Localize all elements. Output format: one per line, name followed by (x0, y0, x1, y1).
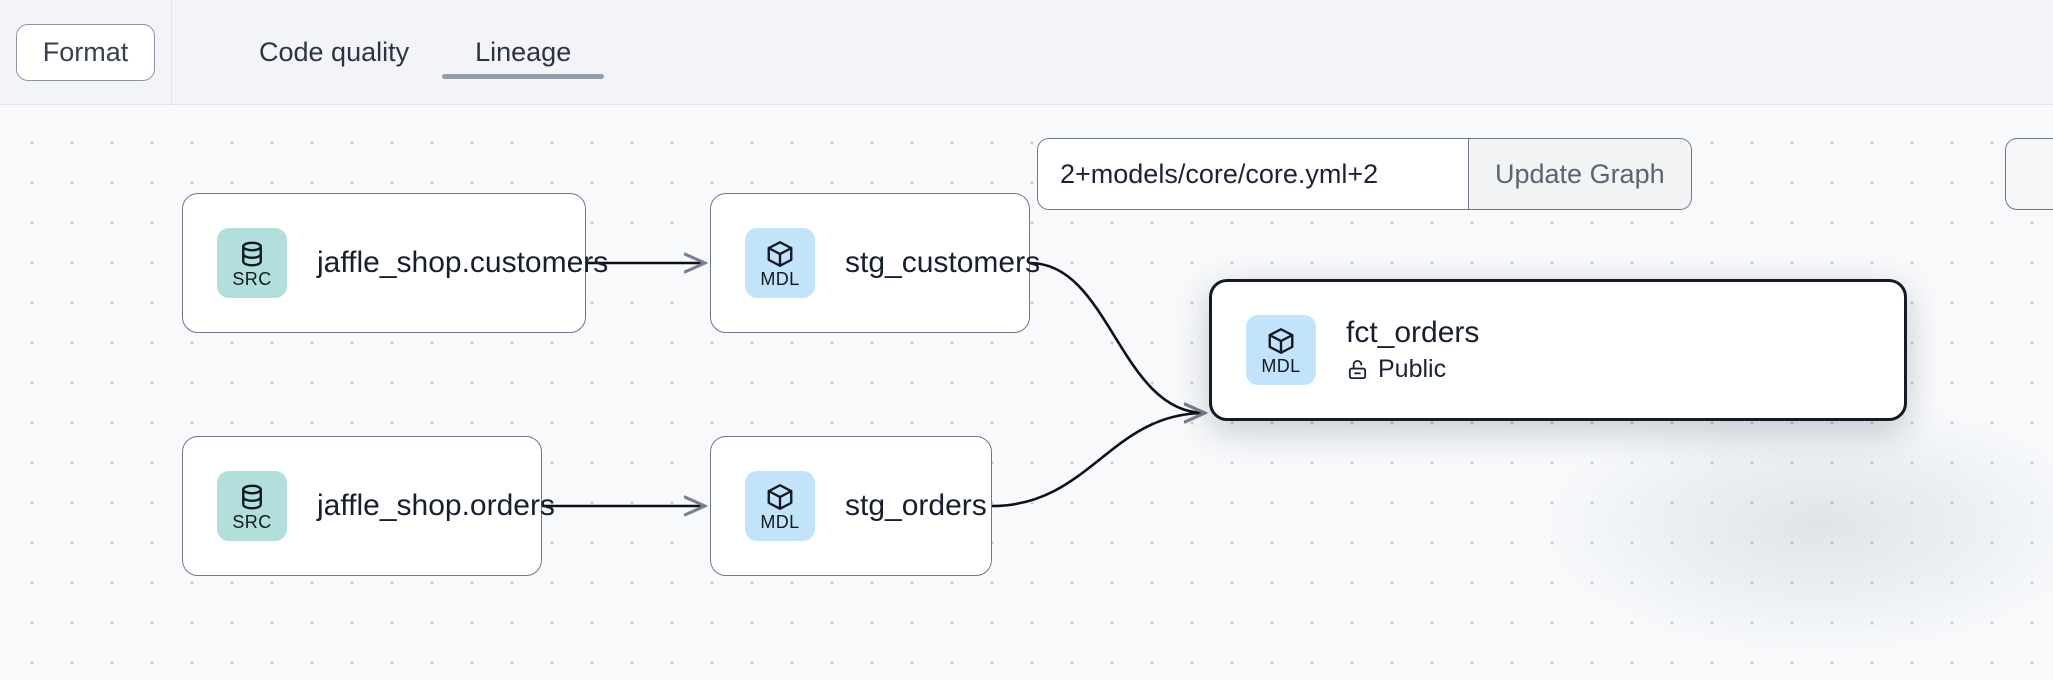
tab-bar: Code quality Lineage (172, 0, 605, 105)
node-body: stg_orders (845, 488, 987, 524)
tab-lineage[interactable]: Lineage (442, 0, 605, 105)
node-title: stg_customers (845, 245, 1041, 279)
node-body: fct_orders Public (1346, 316, 1479, 384)
database-icon (242, 241, 262, 266)
node-title: jaffle_shop.customers (317, 245, 609, 279)
node-badge-mdl: MDL (745, 471, 815, 541)
cube-icon (1268, 327, 1294, 354)
node-badge-mdl-label: MDL (760, 511, 800, 532)
tab-code-quality-label: Code quality (259, 36, 410, 67)
edge-stg-orders-to-fct-orders (991, 413, 1205, 508)
canvas-side-control[interactable] (2005, 138, 2053, 210)
node-badge-src-label: SRC (232, 268, 272, 289)
format-button-container: Format (0, 0, 172, 105)
node-body: stg_customers (845, 245, 1041, 281)
tab-code-quality[interactable]: Code quality (226, 0, 442, 105)
lineage-node-fct-orders[interactable]: MDL fct_orders Public (1209, 279, 1907, 421)
tab-lineage-label: Lineage (475, 36, 572, 67)
node-badge-mdl-label: MDL (760, 268, 800, 289)
lineage-node-stg-customers[interactable]: MDL stg_customers (710, 193, 1041, 333)
node-badge-src: SRC (217, 471, 287, 541)
selected-node-glow (1540, 395, 2053, 655)
node-body: jaffle_shop.customers (317, 245, 609, 281)
unlock-icon (1348, 359, 1367, 379)
node-badge-src-label: SRC (232, 511, 272, 532)
node-title: stg_orders (845, 488, 987, 522)
tab-code-quality-underline (226, 74, 442, 79)
update-graph-button[interactable]: Update Graph (1468, 139, 1691, 209)
lineage-canvas[interactable]: SRC jaffle_shop.customers SRC jaffle_sho… (0, 105, 2053, 680)
edge-stg-customers-to-fct-orders (1029, 261, 1205, 413)
node-badge-mdl: MDL (745, 228, 815, 298)
lineage-node-jaffle-shop-customers[interactable]: SRC jaffle_shop.customers (182, 193, 609, 333)
node-badge-mdl-label: MDL (1261, 355, 1301, 376)
node-title: fct_orders (1346, 316, 1480, 350)
node-badge-src: SRC (217, 228, 287, 298)
node-visibility-label: Public (1378, 354, 1447, 383)
lineage-node-jaffle-shop-orders[interactable]: SRC jaffle_shop.orders (182, 436, 555, 576)
database-icon (242, 484, 262, 509)
lineage-node-stg-orders[interactable]: MDL stg_orders (710, 436, 992, 576)
node-body: jaffle_shop.orders (317, 488, 555, 524)
cube-icon (767, 240, 793, 267)
tab-lineage-underline (442, 73, 605, 79)
node-badge-mdl: MDL (1246, 315, 1316, 385)
node-title: jaffle_shop.orders (317, 488, 555, 522)
format-button[interactable]: Format (15, 23, 156, 81)
graph-selector-control: Update Graph (1037, 138, 1692, 210)
cube-icon (767, 483, 793, 510)
editor-toolbar: Format Code quality Lineage (0, 0, 2053, 105)
node-visibility: Public (1346, 355, 1479, 384)
selector-input[interactable] (1038, 139, 1468, 209)
